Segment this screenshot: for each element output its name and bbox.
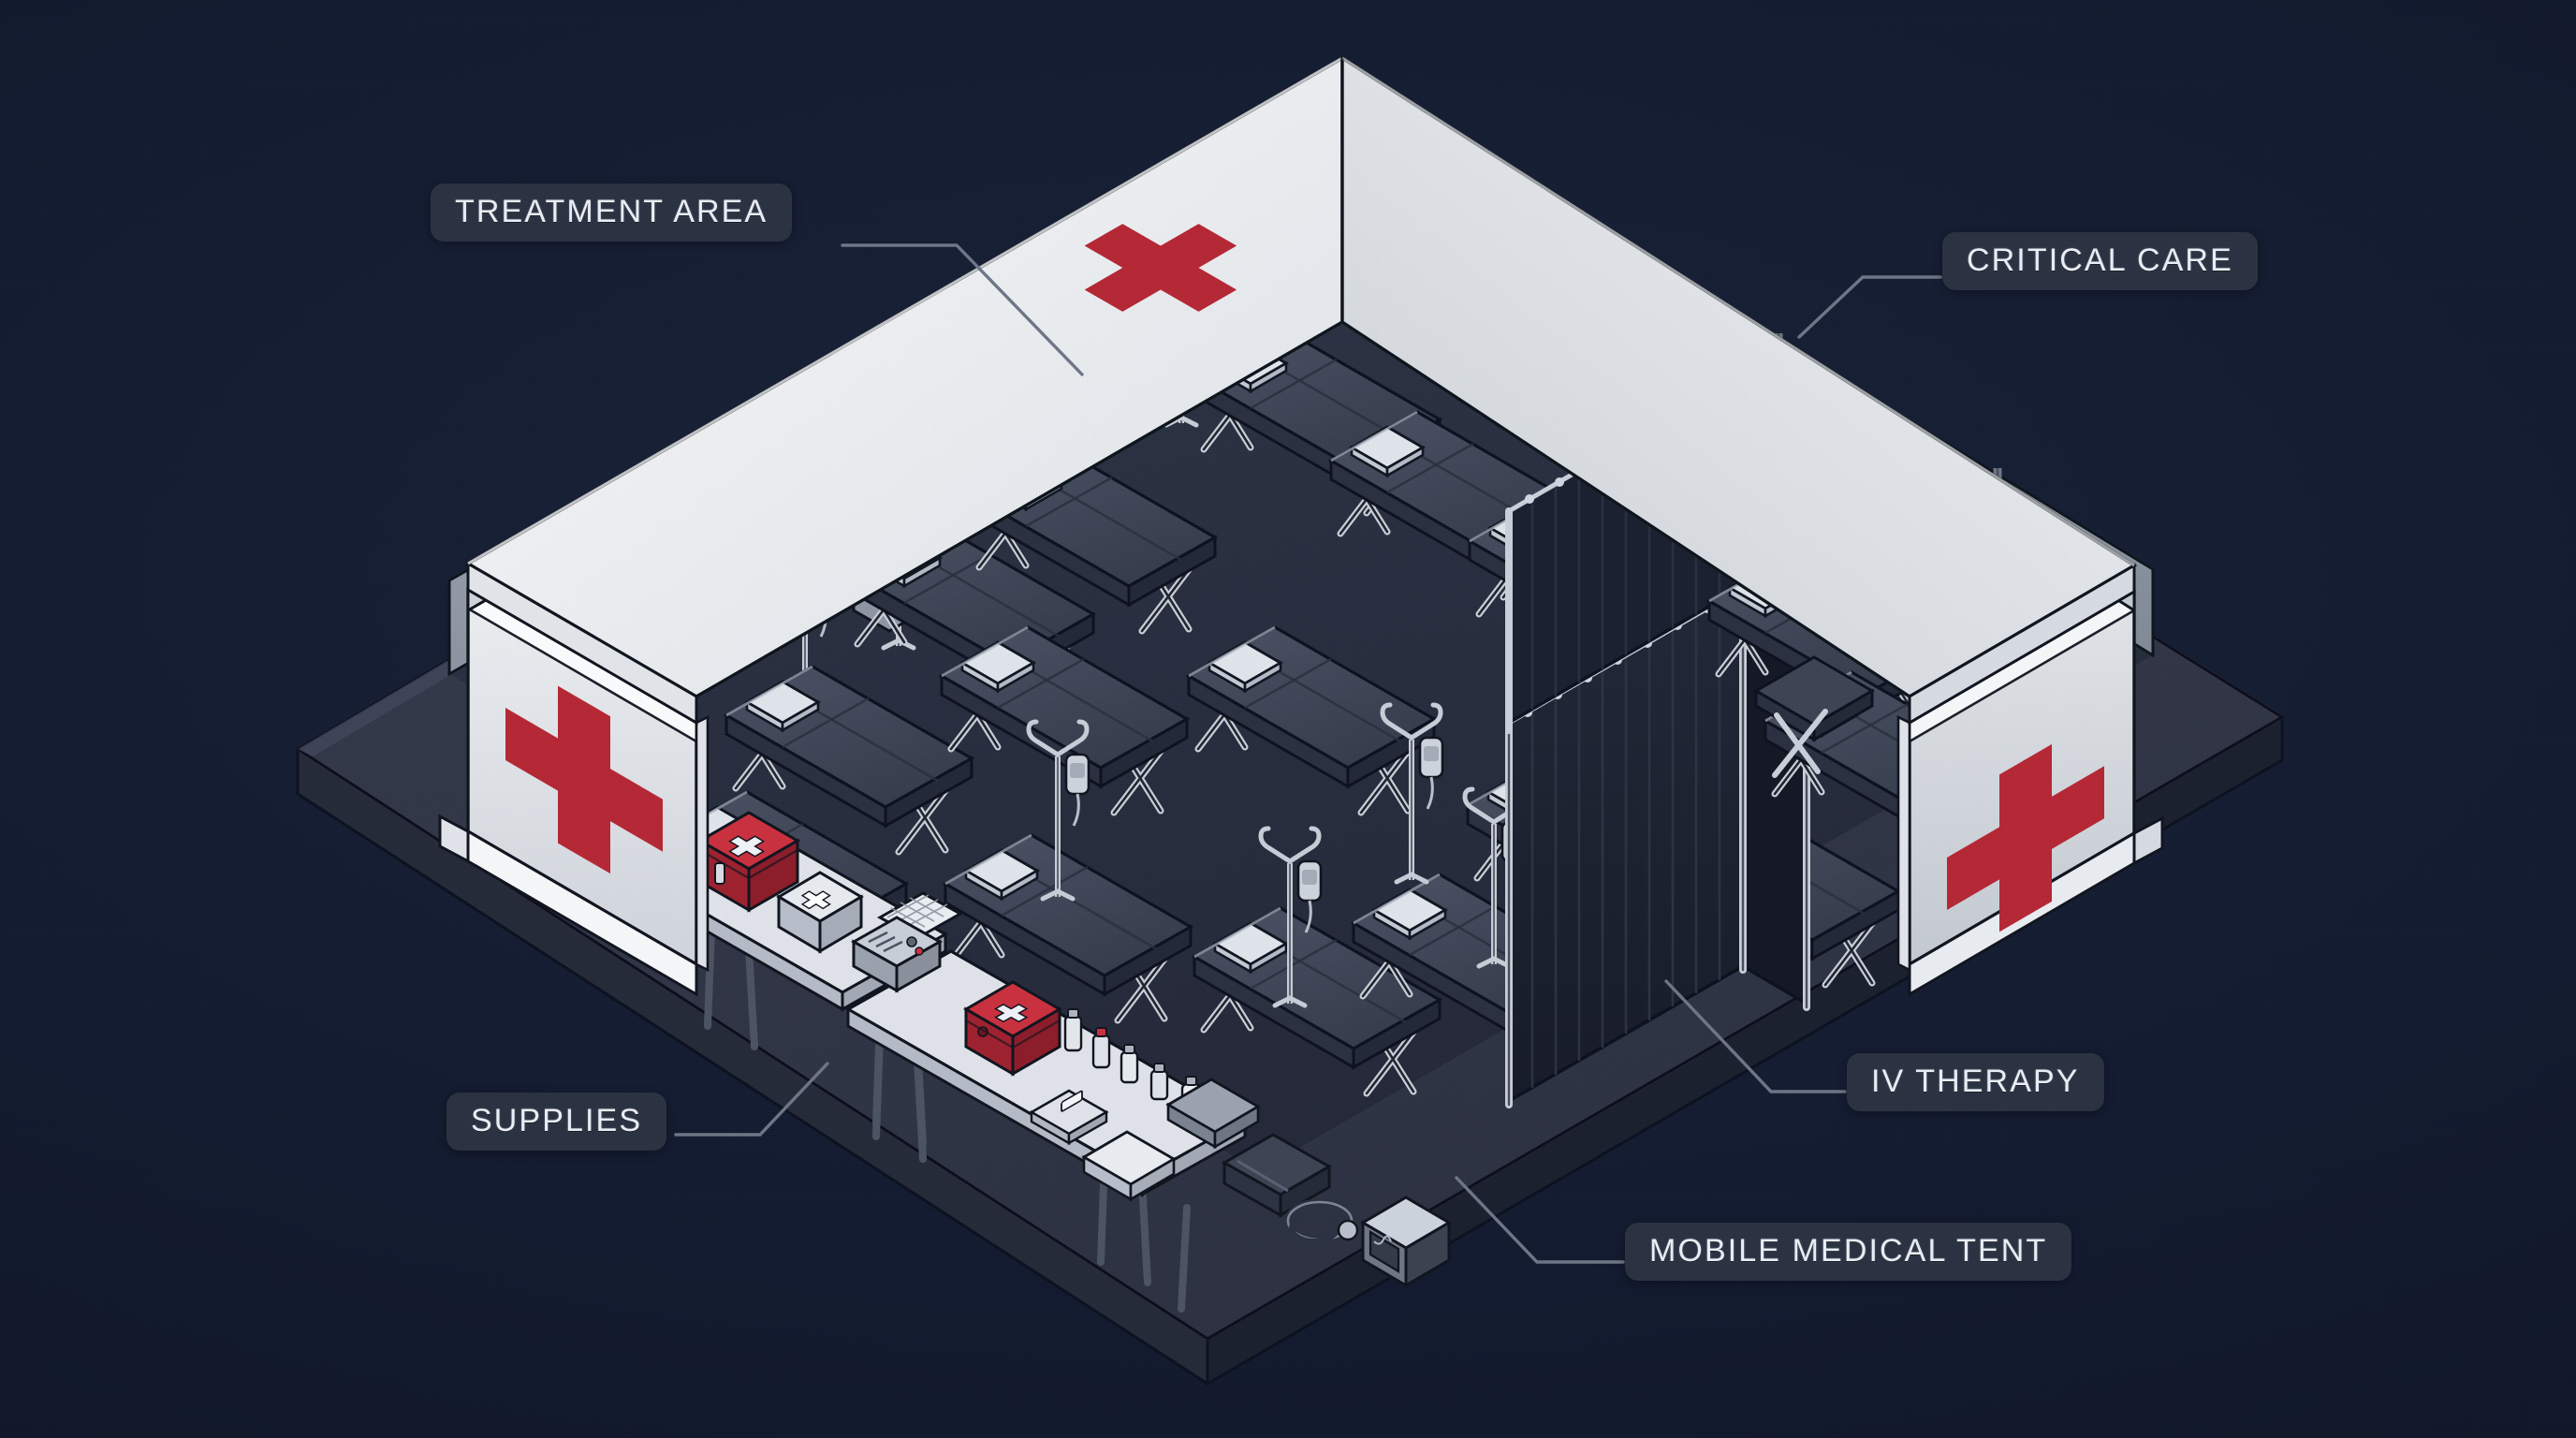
folded-linen-2 bbox=[1165, 1078, 1261, 1150]
first-aid-case-red-2 bbox=[963, 980, 1062, 1077]
callout-critical-care[interactable]: CRITICAL CARE bbox=[1942, 232, 2258, 290]
leader-supplies bbox=[674, 1062, 829, 1137]
leader-iv-therapy bbox=[1664, 979, 1847, 1093]
callout-iv-therapy[interactable]: IV THERAPY bbox=[1847, 1053, 2104, 1111]
equipment-bag-dark bbox=[1221, 1133, 1333, 1218]
supply-tables bbox=[676, 811, 1452, 1313]
supply-table-2 bbox=[844, 949, 1249, 1313]
gable-wall-right bbox=[1896, 589, 2164, 997]
stethoscope bbox=[1284, 1198, 1359, 1244]
roof-right-slope bbox=[1340, 54, 2138, 726]
callout-label: TREATMENT AREA bbox=[455, 194, 768, 229]
callout-label: MOBILE MEDICAL TENT bbox=[1649, 1233, 2048, 1269]
tent-structure bbox=[438, 54, 2164, 997]
folded-linen-1 bbox=[1081, 1130, 1177, 1202]
callout-label: CRITICAL CARE bbox=[1967, 242, 2233, 278]
red-cross-left-gable bbox=[505, 685, 663, 874]
red-cross-roof-panel bbox=[1084, 224, 1237, 312]
callout-mobile-medical-tent[interactable]: MOBILE MEDICAL TENT bbox=[1625, 1223, 2072, 1281]
roof-left-slope bbox=[464, 55, 1344, 726]
callout-leader-lines bbox=[674, 243, 1942, 1264]
defibrillator-unit bbox=[1360, 1196, 1452, 1288]
first-aid-case-white-1 bbox=[776, 871, 864, 954]
equipment-stool bbox=[1753, 655, 1875, 778]
leader-treatment-area bbox=[841, 243, 1084, 376]
red-cross-right-gable bbox=[1947, 743, 2104, 932]
leader-critical-care bbox=[1797, 275, 1942, 339]
open-medical-kit bbox=[850, 891, 964, 993]
leader-mobile-tent bbox=[1455, 1176, 1625, 1264]
callout-label: SUPPLIES bbox=[471, 1103, 643, 1138]
callout-label: IV THERAPY bbox=[1871, 1064, 2080, 1099]
small-tray bbox=[1029, 1089, 1109, 1146]
callout-treatment-area[interactable]: TREATMENT AREA bbox=[431, 183, 793, 242]
callout-supplies[interactable]: SUPPLIES bbox=[446, 1093, 667, 1151]
